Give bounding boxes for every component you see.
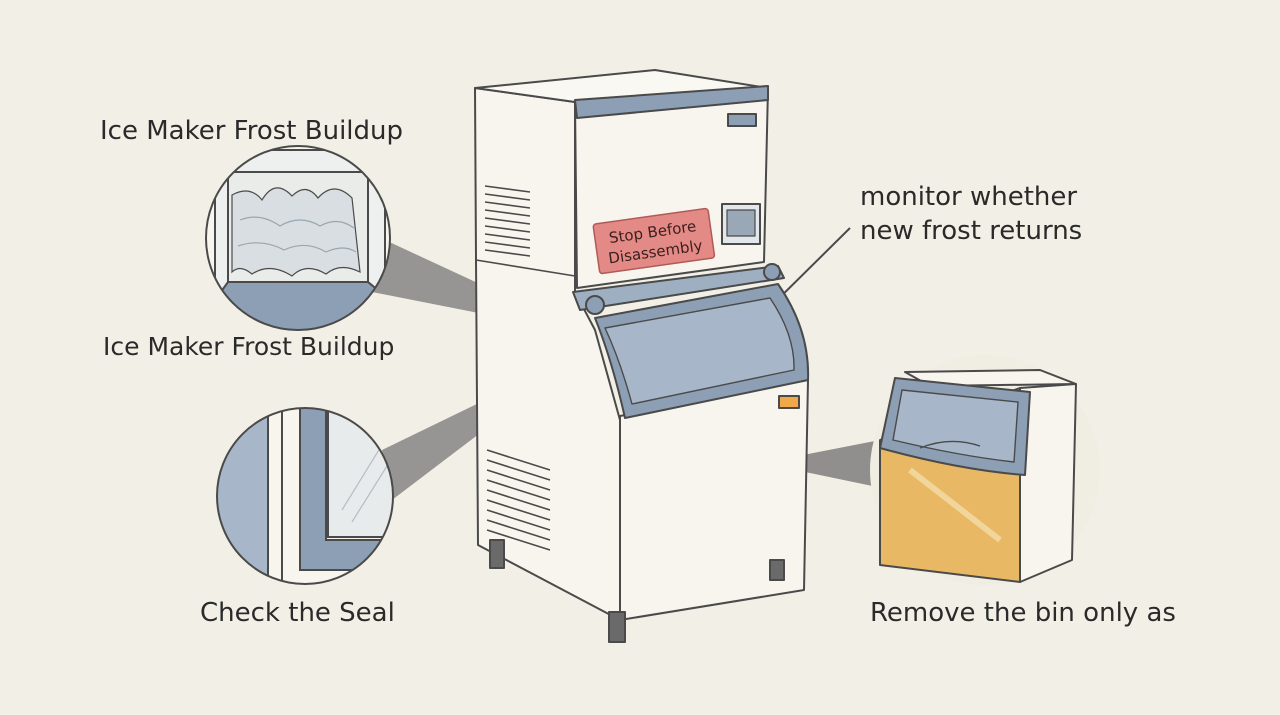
monitor-frost-label: monitor whether new frost returns — [860, 182, 1083, 246]
frost-buildup — [231, 187, 361, 277]
remove-bin-label: Remove the bin only as — [870, 598, 1176, 628]
side-vent-bottom — [486, 449, 551, 551]
bin-indicator-light — [778, 395, 800, 409]
frost-detail-callout — [205, 145, 391, 331]
frost-buildup-label-top: Ice Maker Frost Buildup — [100, 116, 404, 146]
head-top-trim — [574, 85, 769, 119]
ice-machine — [474, 69, 810, 643]
side-vent-top — [484, 185, 531, 257]
machine-leg-front — [608, 611, 626, 643]
check-seal-label: Check the Seal — [200, 598, 395, 628]
bin-top-rail — [572, 265, 785, 311]
machine-leg-right — [769, 559, 785, 581]
frost-buildup-label-middle: Ice Maker Frost Buildup — [103, 332, 395, 361]
door-gasket — [299, 408, 393, 571]
machine-leg-left — [489, 539, 505, 569]
seal-detail-callout — [216, 407, 394, 585]
head-badge — [727, 113, 757, 127]
warning-sticker: Stop Before Disassembly — [592, 207, 716, 275]
bin-front-body — [619, 379, 809, 621]
control-display-screen — [726, 209, 756, 237]
bin-detail-callout — [870, 355, 1100, 585]
bin-callout-pointer — [762, 440, 882, 488]
bin-door-glass — [604, 297, 795, 405]
